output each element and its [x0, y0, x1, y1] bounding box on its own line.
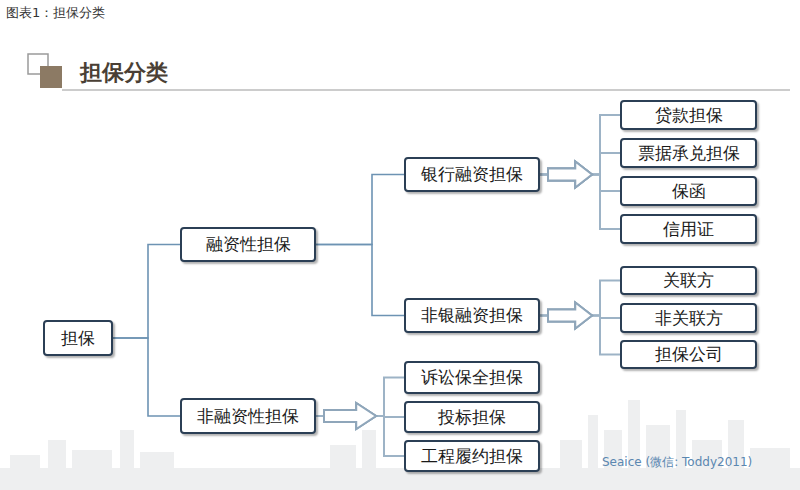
tree-connector — [113, 338, 180, 416]
bracket-connector — [540, 316, 620, 355]
heading-icon — [40, 66, 62, 88]
category-box: 银行融资担保 — [404, 157, 540, 192]
hollow-arrow — [548, 303, 592, 329]
hollow-arrow — [548, 303, 592, 329]
box-label: 保函 — [672, 180, 706, 203]
watermark: Seaice (微信: Toddy2011) — [602, 454, 752, 471]
tree-connector — [316, 175, 404, 245]
bracket-connector — [316, 416, 404, 417]
category-box: 诉讼保全担保 — [404, 361, 540, 394]
box-label: 融资性担保 — [206, 233, 291, 256]
heading-rule — [62, 89, 790, 91]
hollow-arrow — [324, 403, 376, 429]
category-box: 工程履约担保 — [404, 440, 540, 472]
category-box: 保函 — [620, 176, 757, 206]
hollow-arrow — [324, 403, 376, 429]
bracket-connector — [540, 316, 620, 319]
hollow-arrow — [548, 162, 592, 188]
category-box: 票据承兑担保 — [620, 138, 757, 168]
diagram-title: 担保分类 — [80, 58, 168, 88]
box-label: 投标担保 — [438, 406, 506, 429]
bracket-connector — [540, 115, 620, 175]
hollow-arrow — [548, 162, 592, 188]
box-label: 非银融资担保 — [421, 304, 523, 327]
box-label: 信用证 — [663, 218, 714, 241]
box-label: 担保 — [61, 327, 95, 350]
bracket-connector — [540, 175, 620, 230]
hollow-arrow — [548, 303, 592, 329]
figure-caption: 图表1：担保分类 — [6, 4, 105, 22]
category-box: 投标担保 — [404, 401, 540, 433]
tree-connector — [113, 245, 180, 339]
box-label: 关联方 — [663, 269, 714, 292]
box-label: 银行融资担保 — [421, 163, 523, 186]
hollow-arrow — [548, 162, 592, 188]
category-box: 非融资性担保 — [180, 398, 316, 434]
box-label: 非融资性担保 — [197, 405, 299, 428]
category-box: 信用证 — [620, 214, 757, 244]
hollow-arrow — [548, 162, 592, 188]
category-box: 非关联方 — [620, 303, 757, 333]
box-label: 非关联方 — [655, 307, 723, 330]
bracket-connector — [540, 175, 620, 192]
category-box: 担保公司 — [620, 340, 757, 369]
bracket-connector — [316, 416, 404, 456]
category-box: 非银融资担保 — [404, 298, 540, 333]
category-box: 贷款担保 — [620, 100, 757, 130]
bracket-connector — [316, 378, 404, 417]
box-label: 担保公司 — [655, 343, 723, 366]
box-label: 贷款担保 — [655, 104, 723, 127]
box-label: 工程履约担保 — [421, 445, 523, 468]
bracket-connector — [540, 153, 620, 175]
bracket-connector — [540, 281, 620, 316]
tree-connector — [316, 245, 404, 316]
box-label: 票据承兑担保 — [638, 142, 740, 165]
skyline — [0, 400, 800, 490]
box-label: 诉讼保全担保 — [421, 366, 523, 389]
category-box: 融资性担保 — [180, 227, 316, 262]
category-box: 关联方 — [620, 266, 757, 295]
category-box: 担保 — [43, 320, 113, 356]
hollow-arrow — [324, 403, 376, 429]
